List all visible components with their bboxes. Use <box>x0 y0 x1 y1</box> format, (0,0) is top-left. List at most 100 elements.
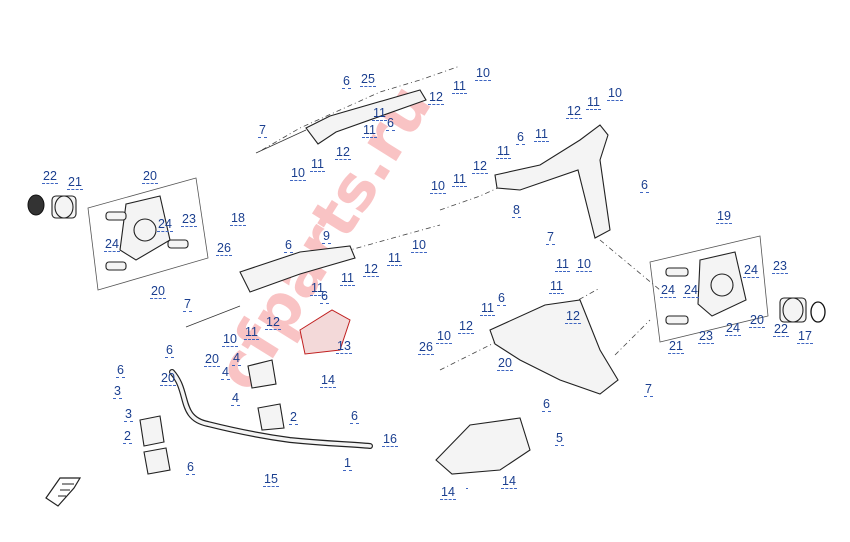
callout-label[interactable]: 12 <box>566 104 582 119</box>
callout-label[interactable]: 3 <box>113 384 122 399</box>
callout-label[interactable]: 4 <box>231 391 240 406</box>
callout-label[interactable]: 12 <box>363 262 379 277</box>
callout-label[interactable]: 11 <box>452 172 467 187</box>
callout-label[interactable]: 4 <box>232 351 241 366</box>
callout-label[interactable]: 11 <box>496 144 511 159</box>
callout-label[interactable]: 6 <box>116 363 125 378</box>
callout-label[interactable]: 10 <box>576 257 592 272</box>
clamp <box>247 359 277 389</box>
callout-label[interactable]: 11 <box>310 281 325 296</box>
callout-label[interactable]: 6 <box>165 343 174 358</box>
callout-label[interactable]: 2 <box>289 410 298 425</box>
callout-label[interactable]: 4 <box>221 365 230 380</box>
bearing-right-face <box>782 297 804 323</box>
callout-label[interactable]: 16 <box>382 432 398 447</box>
callout-label[interactable] <box>466 488 468 489</box>
callout-label[interactable]: 21 <box>67 175 83 190</box>
bushing <box>105 261 127 271</box>
callout-label[interactable]: 6 <box>497 291 506 306</box>
callout-label[interactable]: 20 <box>142 169 158 184</box>
callout-label[interactable]: 23 <box>772 259 788 274</box>
callout-label[interactable]: 23 <box>698 329 714 344</box>
callout-label[interactable]: 7 <box>183 297 192 312</box>
callout-label[interactable]: 20 <box>497 356 513 371</box>
callout-label[interactable]: 24 <box>725 321 741 336</box>
callout-label[interactable]: 10 <box>290 166 306 181</box>
callout-label[interactable]: 11 <box>549 279 564 294</box>
callout-label[interactable]: 6 <box>320 289 329 304</box>
callout-label[interactable]: 21 <box>668 339 684 354</box>
callout-label[interactable]: 11 <box>555 257 570 272</box>
callout-label[interactable]: 9 <box>322 229 331 244</box>
callout-label[interactable]: 12 <box>458 319 474 334</box>
callout-label[interactable]: 6 <box>186 460 195 475</box>
callout-label[interactable]: 11 <box>586 95 601 110</box>
callout-label[interactable]: 20 <box>160 371 176 386</box>
callout-label[interactable]: 3 <box>124 407 133 422</box>
callout-label[interactable]: 11 <box>387 251 402 266</box>
callout-label[interactable]: 11 <box>340 271 355 286</box>
callout-label[interactable]: 14 <box>501 474 517 489</box>
callout-label[interactable]: 15 <box>263 472 279 487</box>
callout-label[interactable]: 24 <box>104 237 120 252</box>
callout-label[interactable]: 8 <box>512 203 521 218</box>
callout-label[interactable]: 20 <box>749 313 765 328</box>
callout-label[interactable]: 24 <box>157 217 173 232</box>
callout-label[interactable]: 6 <box>284 238 293 253</box>
left-knuckle-box <box>87 177 209 291</box>
bolt <box>255 129 307 154</box>
callout-label[interactable]: 11 <box>534 127 549 142</box>
callout-label[interactable]: 20 <box>150 284 166 299</box>
callout-label[interactable]: 24 <box>683 283 699 298</box>
callout-label[interactable]: 11 <box>310 157 325 172</box>
callout-label[interactable]: 17 <box>797 329 813 344</box>
callout-label[interactable]: 12 <box>265 315 281 330</box>
callout-label[interactable]: 12 <box>428 90 444 105</box>
callout-label[interactable]: 25 <box>360 72 376 87</box>
callout-label[interactable]: 2 <box>123 429 132 444</box>
callout-label[interactable]: 10 <box>430 179 446 194</box>
callout-label[interactable]: 24 <box>660 283 676 298</box>
callout-label[interactable]: 10 <box>436 329 452 344</box>
callout-label[interactable]: 13 <box>336 339 352 354</box>
callout-label[interactable]: 10 <box>411 238 427 253</box>
callout-label[interactable]: 14 <box>320 373 336 388</box>
callout-label[interactable]: 6 <box>350 409 359 424</box>
callout-label[interactable]: 11 <box>362 123 377 138</box>
callout-label[interactable]: 11 <box>372 106 387 121</box>
callout-label[interactable]: 23 <box>181 212 197 227</box>
callout-label[interactable]: 12 <box>472 159 488 174</box>
callout-label[interactable]: 6 <box>386 116 395 131</box>
callout-label[interactable]: 6 <box>640 178 649 193</box>
callout-label[interactable]: 19 <box>716 209 732 224</box>
callout-label[interactable]: 11 <box>452 79 467 94</box>
callout-label[interactable]: 26 <box>216 241 232 256</box>
callout-label[interactable]: 14 <box>440 485 456 500</box>
callout-label[interactable]: 20 <box>204 352 220 367</box>
callout-label[interactable]: 6 <box>542 397 551 412</box>
callout-label[interactable]: 10 <box>475 66 491 81</box>
callout-label[interactable]: 10 <box>607 86 623 101</box>
axis-line <box>261 65 461 151</box>
callout-label[interactable]: 5 <box>555 431 564 446</box>
callout-label[interactable]: 12 <box>335 145 351 160</box>
callout-label[interactable]: 6 <box>516 130 525 145</box>
callout-label[interactable]: 7 <box>258 123 267 138</box>
callout-label[interactable]: 1 <box>343 456 352 471</box>
callout-label[interactable]: 11 <box>480 301 495 316</box>
callout-label[interactable]: 22 <box>773 322 789 337</box>
callout-label[interactable]: 7 <box>546 230 555 245</box>
bushing <box>665 315 689 325</box>
callout-label[interactable]: 11 <box>244 325 259 340</box>
callout-label[interactable]: 10 <box>222 332 238 347</box>
upper-a-arm <box>494 124 611 239</box>
callout-label[interactable]: 22 <box>42 169 58 184</box>
callout-label[interactable]: 24 <box>743 263 759 278</box>
callout-label[interactable]: 6 <box>342 74 351 89</box>
callout-label[interactable]: 7 <box>644 382 653 397</box>
callout-label[interactable]: 18 <box>230 211 246 226</box>
callout-label[interactable]: 26 <box>418 340 434 355</box>
lower-a-arm <box>489 299 619 395</box>
callout-label[interactable]: 12 <box>565 309 581 324</box>
